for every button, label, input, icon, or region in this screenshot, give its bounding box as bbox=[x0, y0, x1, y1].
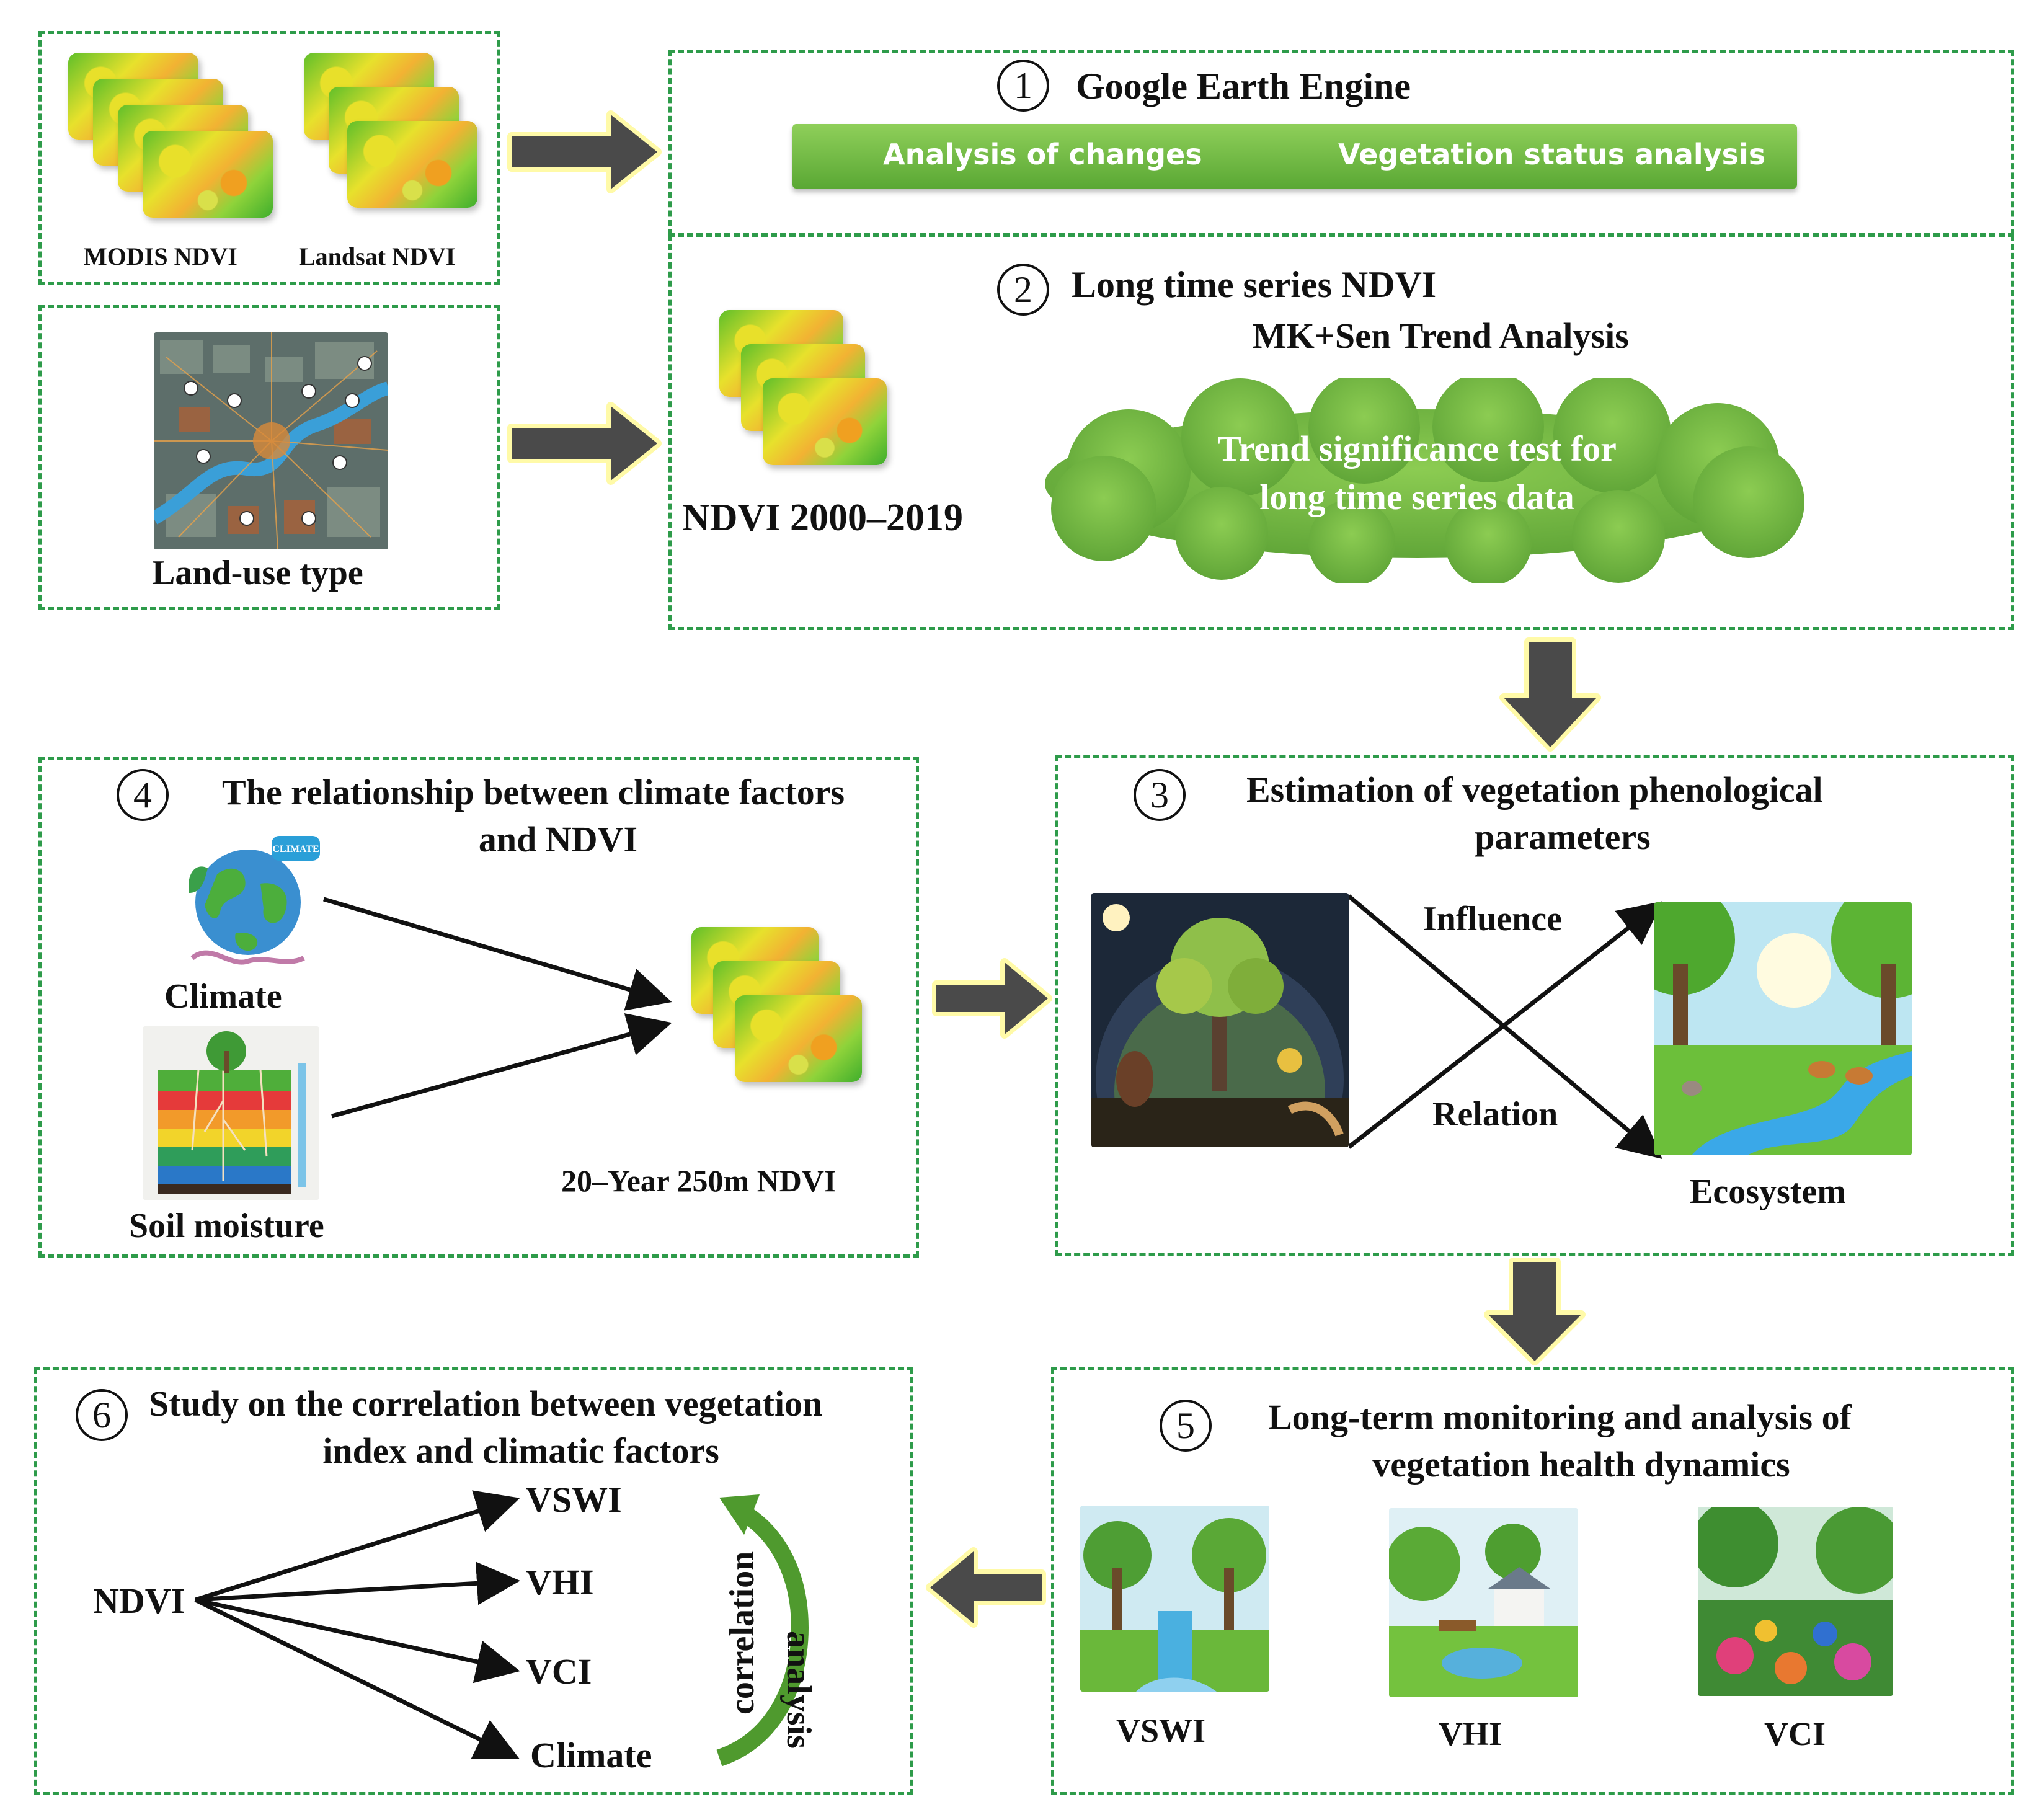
cloud-text-line1: Trend significance test for bbox=[1217, 428, 1617, 469]
land-use-map-image bbox=[154, 332, 388, 549]
input-ndvi-box bbox=[38, 31, 500, 285]
step3-title-line2: parameters bbox=[1475, 817, 1651, 857]
step3-title-line1: Estimation of vegetation phenological bbox=[1246, 770, 1823, 810]
climate-label: Climate bbox=[164, 977, 282, 1016]
step6-title-line2: index and climatic factors bbox=[322, 1431, 719, 1471]
ndvi-map-tile bbox=[143, 131, 273, 218]
input-landuse-box bbox=[38, 305, 500, 610]
vswi-landscape-image bbox=[1080, 1506, 1269, 1692]
step4-box bbox=[38, 757, 919, 1258]
vci-label: VCI bbox=[1764, 1715, 1826, 1752]
ndvi-map-tile bbox=[763, 378, 887, 465]
climate-globe-image: CLIMATE bbox=[174, 825, 322, 977]
step2-box bbox=[668, 234, 2014, 630]
land-use-label: Land-use type bbox=[152, 554, 363, 592]
step3-box bbox=[1055, 755, 2014, 1256]
step2-title: Long time series NDVI bbox=[1072, 264, 1437, 305]
vhi-park-image bbox=[1389, 1508, 1578, 1697]
relation-label: Relation bbox=[1432, 1095, 1558, 1134]
step4-title-line1: The relationship between climate factors bbox=[222, 772, 845, 812]
step2-subtitle: MK+Sen Trend Analysis bbox=[1253, 316, 1629, 356]
ndvi-2000-2019-label: NDVI 2000–2019 bbox=[682, 497, 963, 539]
ndvi-20year-label: 20–Year 250m NDVI bbox=[561, 1163, 837, 1198]
arrow-down-step2-to-step3 bbox=[1499, 637, 1601, 752]
step5-box bbox=[1051, 1367, 2014, 1795]
influence-relation-cross bbox=[1349, 894, 1663, 1159]
target-climate: Climate bbox=[530, 1735, 652, 1775]
influence-label: Influence bbox=[1423, 900, 1562, 938]
vswi-label: VSWI bbox=[1116, 1712, 1206, 1749]
arrow-right-landuse-to-step2 bbox=[507, 402, 662, 485]
vegetation-status-analysis-label: Vegetation status analysis bbox=[1338, 138, 1766, 171]
correlation-word: correlation bbox=[723, 1551, 761, 1715]
step4-number: 4 bbox=[117, 769, 169, 821]
step1-analysis-bar: Analysis of changes Vegetation status an… bbox=[792, 124, 1797, 189]
step1-box bbox=[668, 50, 2014, 236]
step5-number: 5 bbox=[1160, 1400, 1212, 1452]
step4-title-line2: and NDVI bbox=[478, 819, 638, 859]
analysis-word: analysis bbox=[779, 1631, 818, 1749]
arrow-right-step4-to-step3 bbox=[932, 958, 1052, 1039]
modis-ndvi-label: MODIS NDVI bbox=[84, 242, 237, 270]
ecosystem-label: Ecosystem bbox=[1690, 1173, 1846, 1211]
vci-jungle-image bbox=[1698, 1507, 1893, 1696]
target-vswi: VSWI bbox=[526, 1480, 622, 1520]
arrow-left-step5-to-step6 bbox=[926, 1547, 1046, 1628]
step1-title: Google Earth Engine bbox=[1076, 66, 1411, 107]
vhi-label: VHI bbox=[1439, 1715, 1502, 1752]
ndvi-source-label: NDVI bbox=[93, 1581, 185, 1621]
arrow-down-step3-to-step5 bbox=[1484, 1258, 1586, 1365]
step6-title-line1: Study on the correlation between vegetat… bbox=[149, 1383, 823, 1424]
soil-moisture-image bbox=[143, 1026, 319, 1200]
ndvi-fan-arrows bbox=[194, 1490, 520, 1759]
arrow-right-inputs-to-step1 bbox=[507, 110, 662, 193]
step5-title-line1: Long-term monitoring and analysis of bbox=[1268, 1397, 1852, 1437]
step6-number: 6 bbox=[76, 1389, 128, 1441]
cloud-text-line2: long time series data bbox=[1259, 477, 1574, 517]
phenology-globe-image bbox=[1091, 893, 1349, 1147]
correlation-analysis-curved-arrow: correlation analysis bbox=[716, 1494, 818, 1767]
soil-moisture-label: Soil moisture bbox=[129, 1207, 324, 1245]
target-vhi: VHI bbox=[526, 1562, 594, 1602]
ecosystem-forest-image bbox=[1654, 902, 1912, 1155]
landsat-ndvi-label: Landsat NDVI bbox=[299, 242, 456, 270]
step2-number: 2 bbox=[997, 264, 1049, 316]
ndvi-map-tile bbox=[347, 121, 477, 208]
trend-significance-cloud bbox=[1045, 378, 1804, 583]
ndvi-map-tile bbox=[735, 995, 862, 1082]
step5-title-line2: vegetation health dynamics bbox=[1372, 1444, 1790, 1485]
target-vci: VCI bbox=[526, 1651, 592, 1692]
analysis-of-changes-label: Analysis of changes bbox=[883, 138, 1202, 171]
step3-number: 3 bbox=[1134, 769, 1186, 821]
climate-badge-text: CLIMATE bbox=[272, 844, 319, 855]
step4-arrows bbox=[323, 897, 672, 1119]
step1-number: 1 bbox=[997, 60, 1049, 112]
step6-box bbox=[34, 1367, 913, 1795]
